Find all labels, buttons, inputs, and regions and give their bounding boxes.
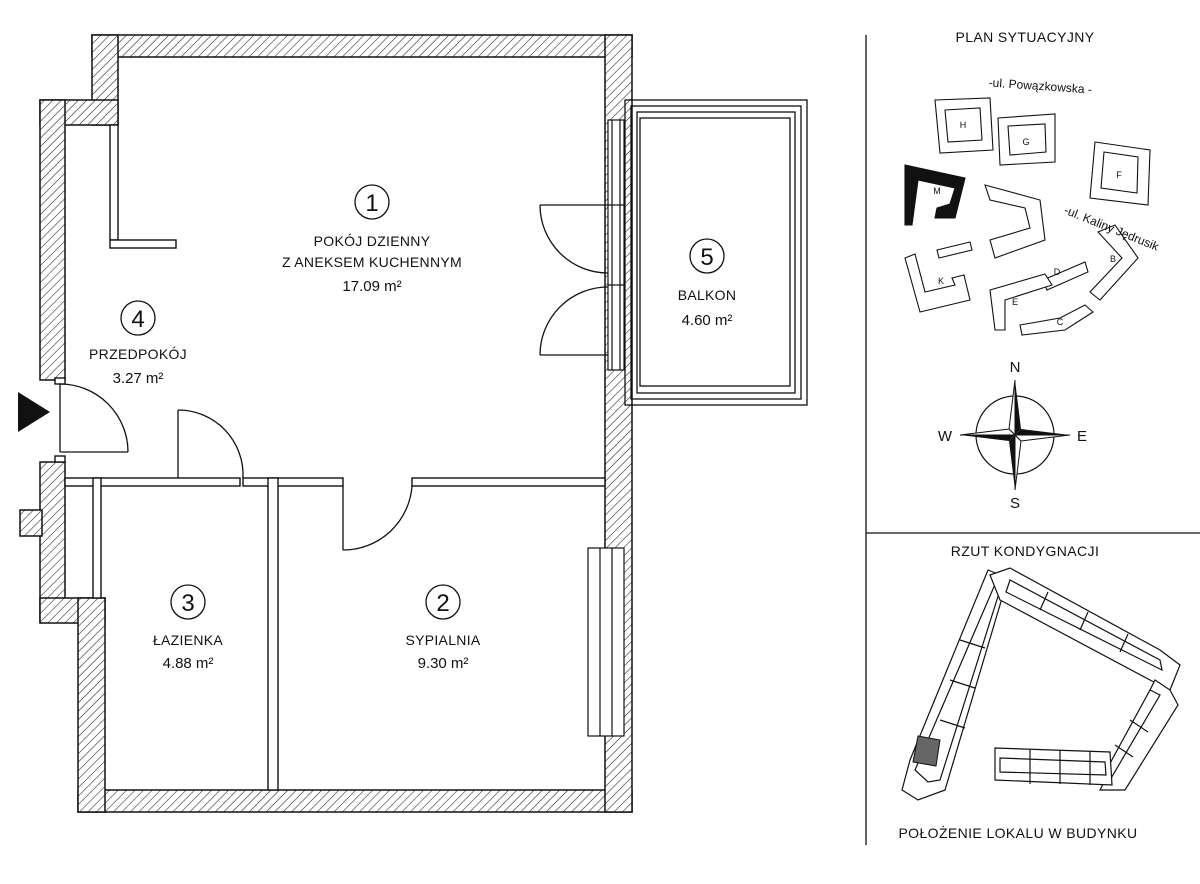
exterior-walls [19,34,633,813]
doors [59,204,609,551]
compass-s: S [1010,495,1020,512]
site-plan-title: PLAN SYTUACYJNY [955,29,1094,45]
building-floor-plan [901,567,1181,801]
site-plan-map [904,97,1151,336]
svg-text:PRZEDPOKÓJ: PRZEDPOKÓJ [89,346,187,362]
svg-text:G: G [1022,137,1029,147]
room-5-label: 5 BALKON 4.60 m² [678,238,737,329]
svg-text:9.30 m²: 9.30 m² [418,655,469,672]
room-1-label: 1 POKÓJ DZIENNY Z ANEKSEM KUCHENNYM 17.0… [282,184,462,295]
svg-text:F: F [1116,170,1122,180]
svg-text:POKÓJ DZIENNY: POKÓJ DZIENNY [314,233,431,249]
svg-text:17.09 m²: 17.09 m² [342,278,401,295]
windows [587,119,625,737]
svg-text:1: 1 [365,190,378,217]
svg-text:5: 5 [700,244,713,271]
svg-text:4.88 m²: 4.88 m² [163,655,214,672]
svg-text:4: 4 [131,306,144,333]
svg-text:-ul. Powązkowska -: -ul. Powązkowska - [988,75,1092,96]
room-4-label: 4 PRZEDPOKÓJ 3.27 m² [89,300,187,387]
entrance-arrow-icon [18,392,50,432]
unit-location-highlight [912,735,941,767]
svg-text:K: K [938,276,944,286]
compass-n: N [1010,359,1021,376]
balcony-outline [624,99,808,406]
room-2-label: 2 SYPIALNIA 9.30 m² [405,584,481,672]
interior-walls [54,124,606,791]
svg-text:4.60 m²: 4.60 m² [682,312,733,329]
compass-rose-icon [959,379,1071,491]
floor-plan-caption: POŁOŻENIE LOKALU W BUDYNKU [898,824,1137,841]
compass-w: W [938,428,953,445]
compass-e: E [1077,428,1087,445]
svg-text:2: 2 [436,590,449,617]
room-3-label: 3 ŁAZIENKA 4.88 m² [153,584,223,672]
svg-text:E: E [1012,297,1018,307]
floor-plan-title: RZUT KONDYGNACJI [951,543,1100,559]
svg-text:Z ANEKSEM KUCHENNYM: Z ANEKSEM KUCHENNYM [282,254,462,270]
svg-text:M: M [933,186,941,196]
svg-text:3.27 m²: 3.27 m² [113,370,164,387]
svg-text:3: 3 [181,590,194,617]
svg-text:ŁAZIENKA: ŁAZIENKA [153,632,223,648]
svg-text:D: D [1054,267,1061,277]
svg-text:BALKON: BALKON [678,287,737,303]
svg-text:H: H [960,120,967,130]
svg-text:C: C [1057,317,1064,327]
svg-text:B: B [1110,254,1116,264]
svg-text:SYPIALNIA: SYPIALNIA [405,632,480,648]
